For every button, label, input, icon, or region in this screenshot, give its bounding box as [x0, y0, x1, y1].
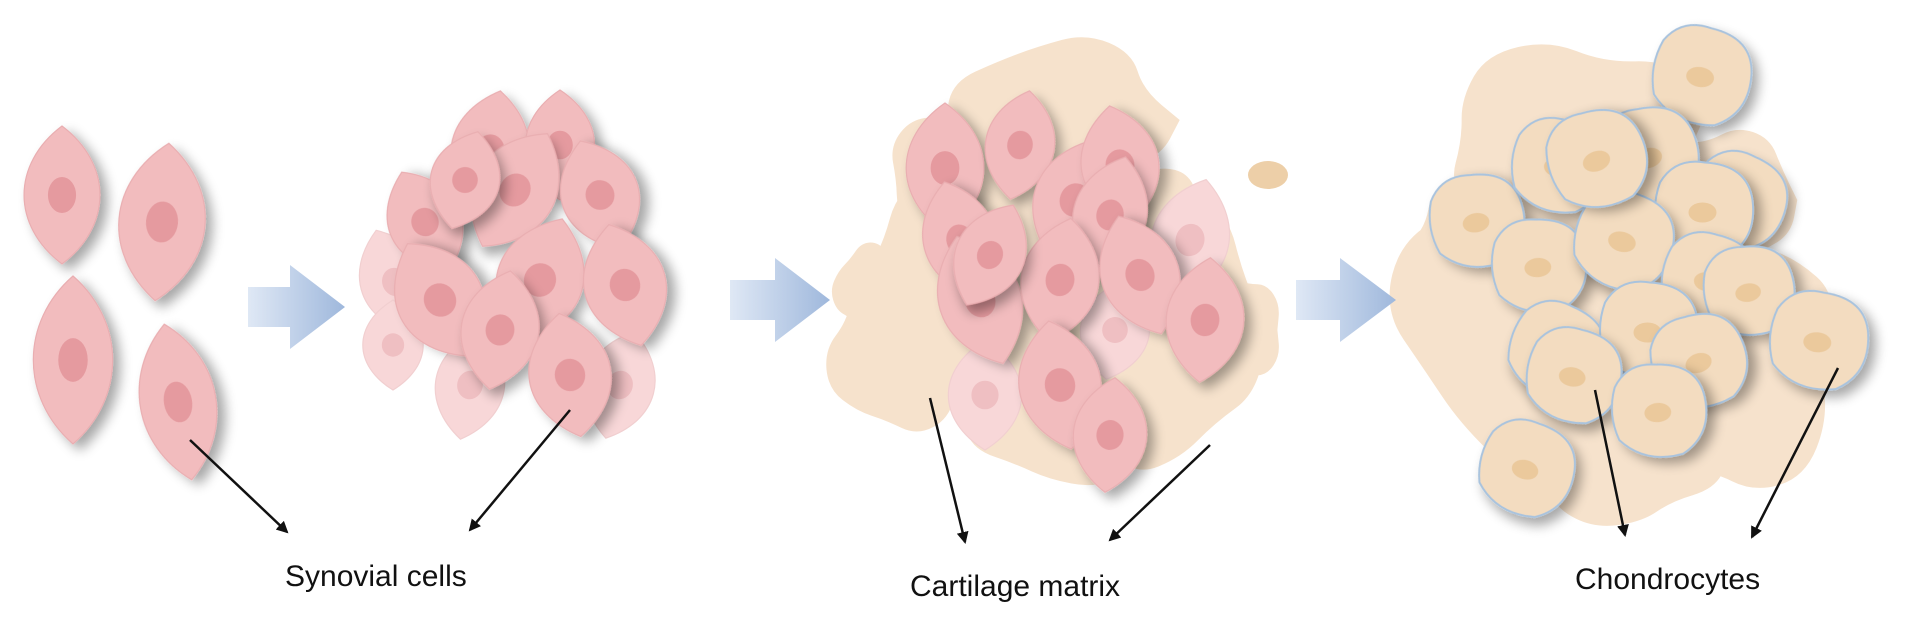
stage-2-cell-aggregate: [344, 84, 681, 447]
process-arrow-1-icon: [248, 265, 345, 349]
matrix-droplet: [1248, 161, 1288, 189]
synovial-cell: [33, 276, 112, 444]
label-cartilage-matrix: Cartilage matrix: [910, 570, 1120, 604]
stage-3-matrix-formation: [826, 37, 1288, 495]
synovial-cell: [112, 140, 212, 305]
stage-1-synovial-cells: [24, 126, 229, 486]
label-chondrocytes: Chondrocytes: [1575, 563, 1760, 597]
pointer-synovial-1: [190, 440, 287, 532]
pointer-synovial-2: [470, 410, 570, 530]
label-synovial-cells: Synovial cells: [285, 560, 467, 594]
process-arrow-2-icon: [730, 258, 830, 342]
stage-4-chondrocytes: [1390, 19, 1873, 526]
process-arrow-3-icon: [1296, 258, 1396, 342]
synovial-cell: [24, 126, 100, 264]
